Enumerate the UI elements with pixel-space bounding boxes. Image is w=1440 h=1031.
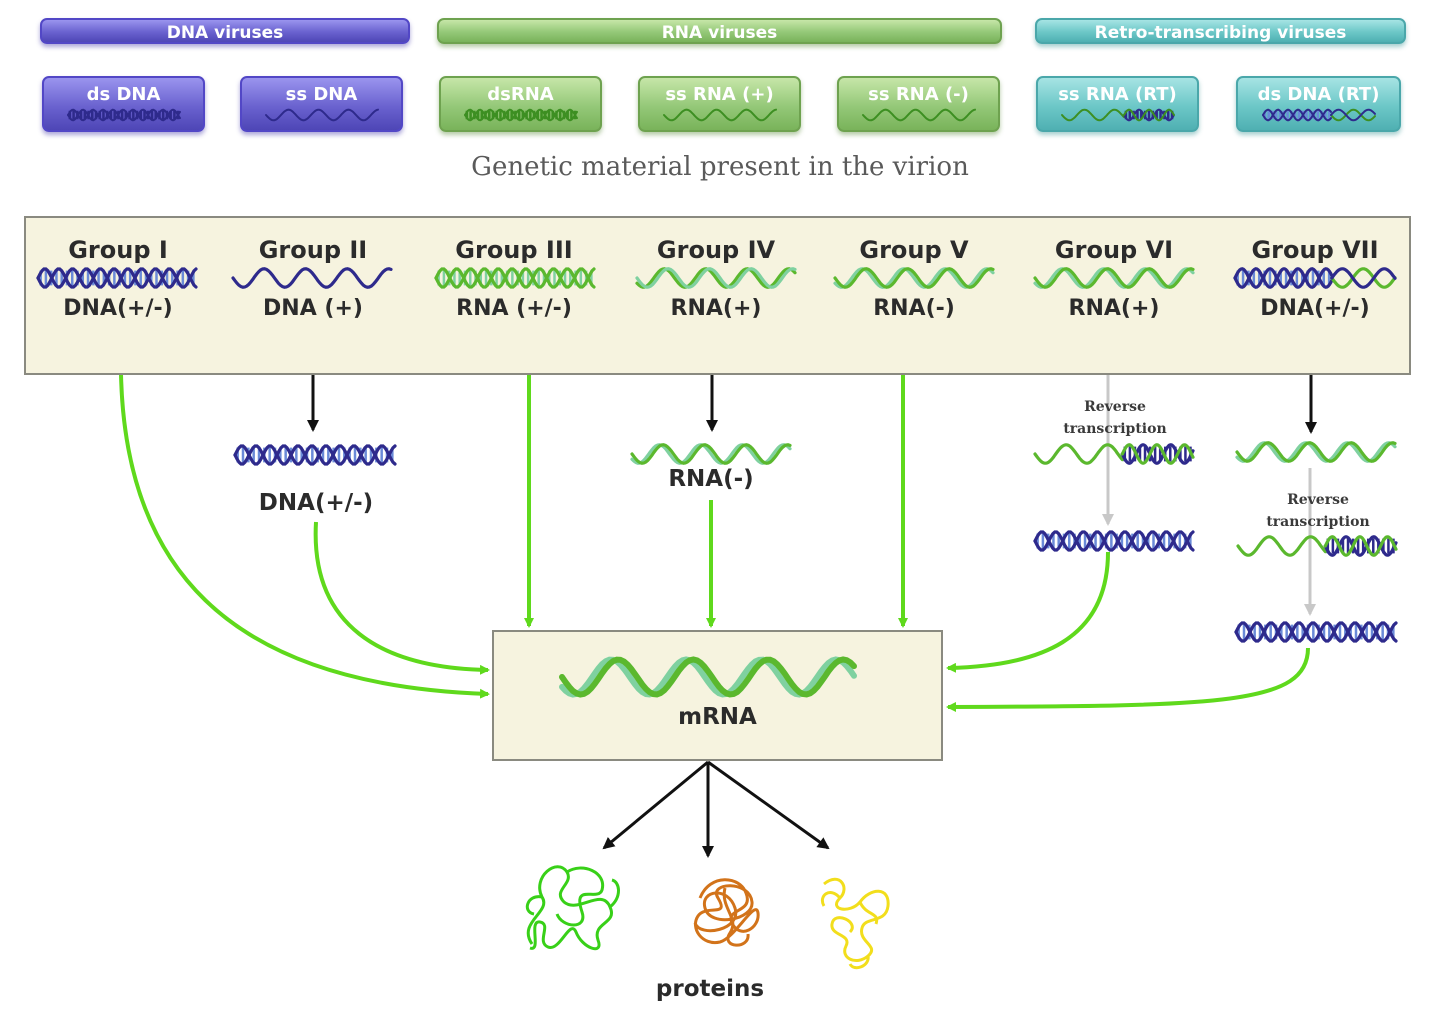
mrna-label: mRNA bbox=[678, 704, 757, 730]
group-2-intermediate-label: DNA(+/-) bbox=[258, 490, 374, 516]
groups-panel bbox=[24, 216, 1411, 375]
arrow-group1-to-mrna bbox=[119, 373, 490, 699]
protein-green-icon bbox=[525, 865, 620, 951]
group-6: Group VI RNA(+) bbox=[1031, 236, 1197, 321]
group-7-reverse-transcription-label: Reverse transcription bbox=[1243, 489, 1393, 533]
protein-orange-icon bbox=[693, 878, 760, 947]
group-6-name: Group VI bbox=[1054, 236, 1174, 264]
group-2-material: DNA (+) bbox=[263, 296, 363, 321]
arrow-mrna-to-protein3 bbox=[707, 760, 830, 850]
caption: Genetic material present in the virion bbox=[471, 152, 969, 182]
group-4: Group IV RNA(+) bbox=[633, 236, 799, 321]
group-2: Group II DNA (+) bbox=[231, 236, 393, 321]
ds-dna-rt-icon bbox=[1261, 108, 1376, 122]
dsrna-icon bbox=[463, 108, 578, 122]
genome-dsrna-label: dsRNA bbox=[487, 84, 554, 105]
group-6-reverse-line1: Reverse bbox=[1084, 399, 1146, 415]
group-7-rna-dna-hybrid-icon bbox=[1236, 535, 1398, 557]
genome-ss-rna-plus-label: ss RNA (+) bbox=[665, 84, 774, 105]
genome-ds-dna: ds DNA bbox=[42, 76, 205, 132]
group-6-ds-dna-icon bbox=[1033, 530, 1195, 552]
group-7-rna-transcript-icon bbox=[1235, 441, 1397, 463]
genome-ds-dna-rt: ds DNA (RT) bbox=[1236, 76, 1401, 132]
ss-rna-rt-icon bbox=[1060, 108, 1175, 122]
category-rna-viruses: RNA viruses bbox=[437, 18, 1002, 44]
group-7-reverse-line2: transcription bbox=[1266, 514, 1370, 530]
genome-ss-dna-label: ss DNA bbox=[285, 84, 358, 105]
ss-dna-icon bbox=[264, 108, 379, 122]
ss-rna-rt-helix-icon bbox=[1033, 267, 1195, 289]
group-4-rna-minus-intermediate-icon bbox=[630, 443, 792, 465]
arrow-group7-to-mrna bbox=[946, 647, 1310, 712]
group-3: Group III RNA (+/-) bbox=[432, 236, 596, 321]
genome-ss-dna: ss DNA bbox=[240, 76, 403, 132]
group-3-material: RNA (+/-) bbox=[456, 296, 572, 321]
genome-ds-dna-label: ds DNA bbox=[86, 84, 161, 105]
proteins-label: proteins bbox=[655, 976, 765, 1002]
ds-rna-helix-icon bbox=[434, 267, 596, 289]
group-6-rna-dna-hybrid-icon bbox=[1033, 443, 1195, 465]
group-7-reverse-line1: Reverse bbox=[1287, 492, 1349, 508]
genome-ss-rna-minus-label: ss RNA (-) bbox=[868, 84, 969, 105]
group-4-material: RNA(+) bbox=[670, 296, 762, 321]
group-1: Group I DNA(+/-) bbox=[36, 236, 198, 321]
mrna-helix-icon bbox=[559, 656, 857, 698]
category-dna-viruses: DNA viruses bbox=[40, 18, 410, 44]
ss-rna-minus-icon bbox=[861, 108, 976, 122]
group-6-material: RNA(+) bbox=[1068, 296, 1160, 321]
genome-ds-dna-rt-label: ds DNA (RT) bbox=[1257, 84, 1380, 105]
group-7-name: Group VII bbox=[1251, 236, 1379, 264]
group-2-name: Group II bbox=[258, 236, 368, 264]
group-6-reverse-transcription-label: Reverse transcription bbox=[1040, 396, 1190, 440]
ds-dna-helix-icon bbox=[36, 267, 198, 289]
group-6-reverse-line2: transcription bbox=[1063, 421, 1167, 437]
group-4-intermediate-label: RNA(-) bbox=[668, 466, 754, 492]
group-5: Group V RNA(-) bbox=[831, 236, 997, 321]
genome-ss-rna-rt-label: ss RNA (RT) bbox=[1058, 84, 1177, 105]
protein-yellow-icon bbox=[821, 877, 890, 970]
category-retro-transcribing-viruses: Retro-transcribing viruses bbox=[1035, 18, 1406, 44]
group-4-name: Group IV bbox=[656, 236, 776, 264]
group-1-material: DNA(+/-) bbox=[63, 296, 173, 321]
ss-rna-plus-icon bbox=[662, 108, 777, 122]
group-1-name: Group I bbox=[68, 236, 168, 264]
arrow-mrna-to-protein1 bbox=[602, 760, 709, 850]
group-7: Group VII DNA(+/-) bbox=[1230, 236, 1400, 321]
group-7-ds-dna-icon bbox=[1234, 621, 1398, 643]
group-7-material: DNA(+/-) bbox=[1260, 296, 1370, 321]
ds-dna-rt-helix-icon bbox=[1233, 267, 1397, 289]
ss-rna-minus-helix-icon bbox=[833, 267, 995, 289]
group-5-material: RNA(-) bbox=[873, 296, 955, 321]
group-2-ds-dna-intermediate-icon bbox=[233, 444, 397, 466]
ss-rna-plus-helix-icon bbox=[635, 267, 797, 289]
arrow-group2-to-mrna bbox=[313, 521, 490, 675]
group-3-name: Group III bbox=[455, 236, 573, 264]
genome-ss-rna-minus: ss RNA (-) bbox=[837, 76, 1000, 132]
genome-ss-rna-rt: ss RNA (RT) bbox=[1036, 76, 1199, 132]
genome-ss-rna-plus: ss RNA (+) bbox=[638, 76, 801, 132]
ds-dna-icon bbox=[66, 108, 181, 122]
ss-dna-helix-icon bbox=[231, 267, 393, 289]
group-5-name: Group V bbox=[859, 236, 969, 264]
arrow-group6-to-mrna bbox=[946, 551, 1110, 673]
genome-dsrna: dsRNA bbox=[439, 76, 602, 132]
